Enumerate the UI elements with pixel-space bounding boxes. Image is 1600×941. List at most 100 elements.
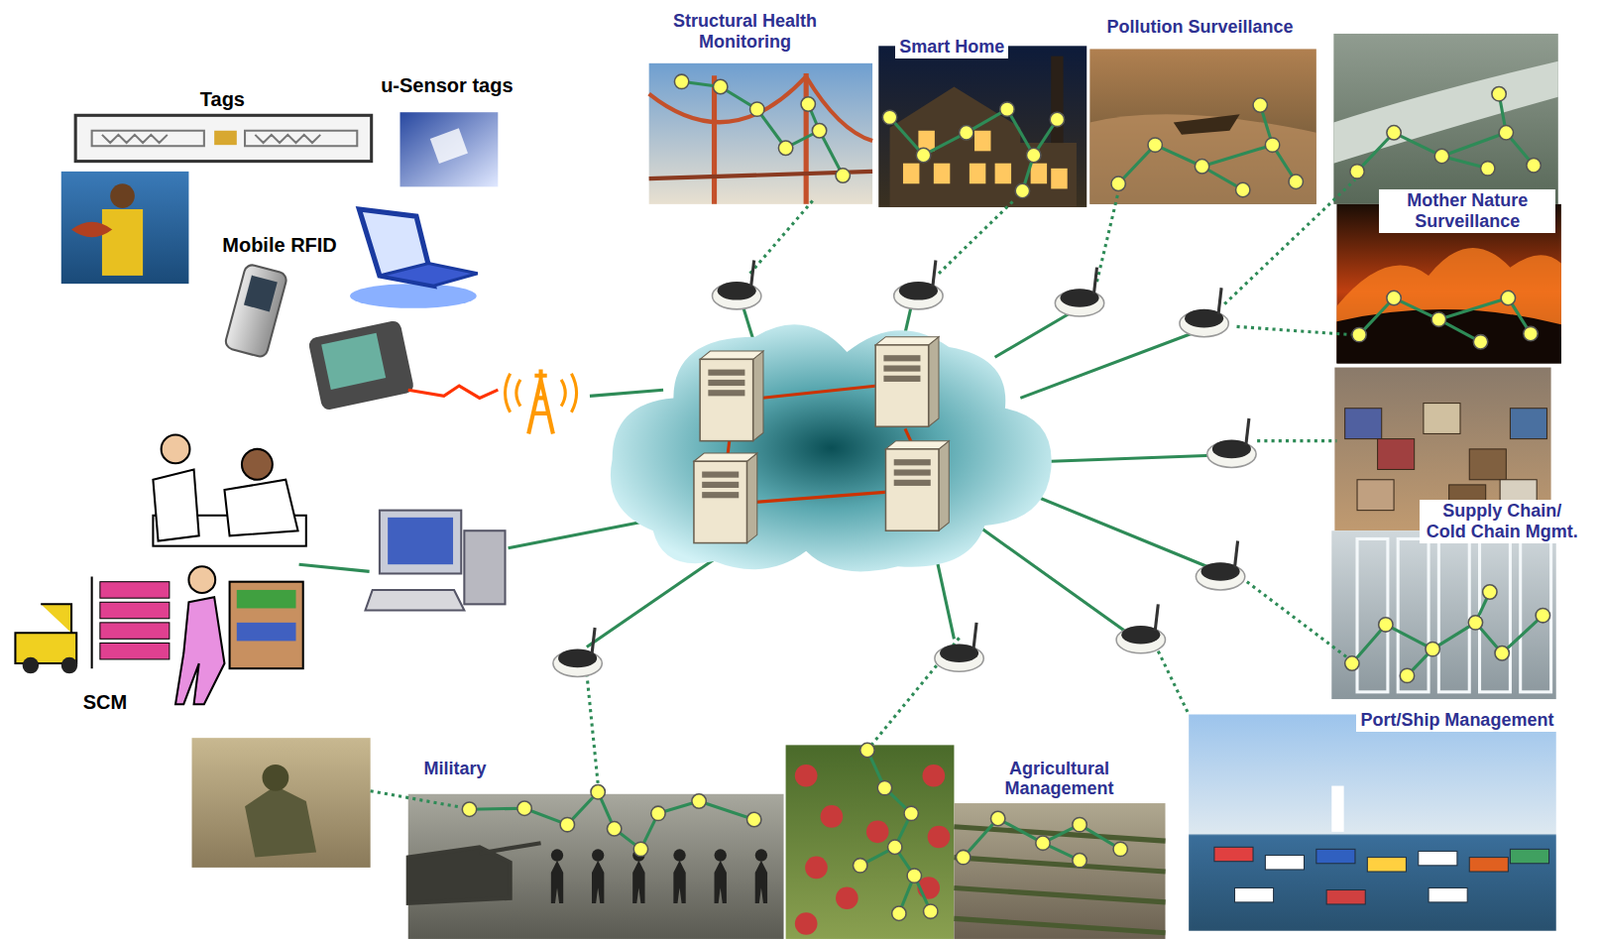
person-head bbox=[241, 449, 273, 480]
sensor-node bbox=[1526, 158, 1541, 173]
network-link bbox=[589, 389, 664, 396]
fridge-door bbox=[1357, 538, 1388, 691]
house-window bbox=[969, 163, 986, 185]
fisher-photo bbox=[61, 171, 190, 284]
sensor-node bbox=[1253, 98, 1267, 113]
sensor-node bbox=[1350, 164, 1365, 179]
wheel bbox=[61, 657, 78, 674]
sensor-node bbox=[1015, 183, 1029, 198]
sensor-link bbox=[1501, 615, 1543, 654]
fridge-door bbox=[1520, 538, 1552, 691]
sensor-node bbox=[750, 102, 765, 116]
wireless-link bbox=[750, 200, 814, 274]
caption-text: Agricultural Management bbox=[984, 758, 1134, 800]
boat bbox=[1173, 114, 1241, 135]
sensor-node bbox=[1072, 852, 1087, 867]
sensor-node bbox=[800, 97, 815, 112]
wireless-link bbox=[370, 791, 462, 807]
shelf bbox=[229, 581, 304, 669]
warehouse-box bbox=[1423, 403, 1461, 435]
tag-antenna bbox=[92, 130, 358, 146]
sensor-node bbox=[1378, 617, 1393, 632]
network-link bbox=[977, 525, 1128, 633]
tank bbox=[408, 842, 542, 904]
server-top bbox=[875, 337, 939, 345]
laptop-glow bbox=[349, 283, 477, 309]
soldier-figure bbox=[591, 860, 604, 904]
device-label: Tags bbox=[200, 88, 245, 112]
house-photo bbox=[878, 45, 1087, 208]
server-bay bbox=[701, 491, 739, 498]
wireless-link bbox=[1247, 581, 1348, 658]
boat bbox=[1326, 890, 1366, 905]
sensor-link bbox=[1118, 144, 1155, 184]
server-side bbox=[938, 441, 949, 532]
boat bbox=[1367, 857, 1406, 872]
server-top bbox=[885, 441, 949, 450]
sensor-node bbox=[1386, 125, 1401, 140]
tag-chip bbox=[214, 130, 237, 145]
pollution-photo bbox=[1089, 48, 1317, 204]
apple bbox=[795, 764, 818, 788]
sensor-node bbox=[461, 801, 476, 816]
phone bbox=[224, 263, 288, 359]
sensor-node bbox=[1494, 646, 1509, 661]
pda-screen bbox=[321, 333, 386, 390]
river-band bbox=[1333, 61, 1558, 164]
wireless-link bbox=[1257, 439, 1337, 443]
forklift bbox=[14, 576, 92, 670]
sensor-node bbox=[1147, 137, 1162, 152]
server-side bbox=[753, 350, 764, 442]
server-bay bbox=[883, 354, 920, 361]
panel-caption: Military bbox=[420, 757, 491, 781]
wireless-link bbox=[1157, 651, 1189, 715]
gateway-antenna bbox=[1246, 418, 1250, 446]
soldier-head bbox=[591, 848, 604, 861]
internet-cloud bbox=[610, 324, 1052, 572]
panel-caption: Port/Ship Management bbox=[1356, 708, 1558, 732]
person bbox=[152, 468, 199, 541]
sensor-node bbox=[1352, 327, 1367, 342]
server-bay bbox=[707, 379, 745, 386]
sensor-link bbox=[1441, 132, 1506, 157]
sensor-node bbox=[1500, 290, 1515, 305]
house-window bbox=[995, 163, 1012, 185]
phone-screen bbox=[243, 275, 278, 313]
soldier-head bbox=[755, 848, 768, 861]
sensor-node bbox=[1035, 835, 1050, 850]
sensor-node bbox=[1288, 174, 1303, 189]
apple bbox=[866, 820, 890, 844]
lighthouse bbox=[1331, 786, 1344, 832]
apple bbox=[922, 764, 946, 788]
panel-caption: Structural Health Monitoring bbox=[651, 9, 838, 53]
river-photo bbox=[1333, 33, 1558, 205]
server-bay bbox=[701, 481, 739, 488]
sensor-link bbox=[1393, 132, 1442, 157]
caption-text: Pollution Surveillance bbox=[1106, 16, 1293, 38]
fridge-door bbox=[1438, 538, 1470, 691]
gateway-antenna bbox=[1218, 287, 1222, 315]
apple bbox=[820, 804, 844, 828]
server-bay bbox=[701, 471, 739, 478]
fisher-body bbox=[102, 209, 143, 276]
shelf-goods bbox=[236, 622, 297, 642]
server-bay bbox=[707, 389, 745, 396]
boat bbox=[1469, 857, 1508, 872]
gateway-antenna bbox=[1234, 541, 1238, 569]
panel-caption: Smart Home bbox=[895, 35, 1009, 59]
sensor-node bbox=[1473, 335, 1487, 349]
soldier-photo bbox=[192, 737, 371, 868]
server bbox=[699, 358, 754, 441]
sensor-node bbox=[1468, 615, 1483, 630]
sensor-link bbox=[468, 807, 525, 809]
warehouse-box bbox=[1357, 479, 1394, 511]
house-window bbox=[1030, 163, 1047, 185]
boat bbox=[1316, 848, 1356, 863]
military-photo bbox=[408, 794, 785, 939]
device-label: u-Sensor tags bbox=[380, 74, 513, 98]
server bbox=[693, 460, 748, 543]
house-window bbox=[1050, 168, 1067, 190]
house-window bbox=[933, 163, 950, 185]
pc-keyboard bbox=[365, 589, 465, 611]
